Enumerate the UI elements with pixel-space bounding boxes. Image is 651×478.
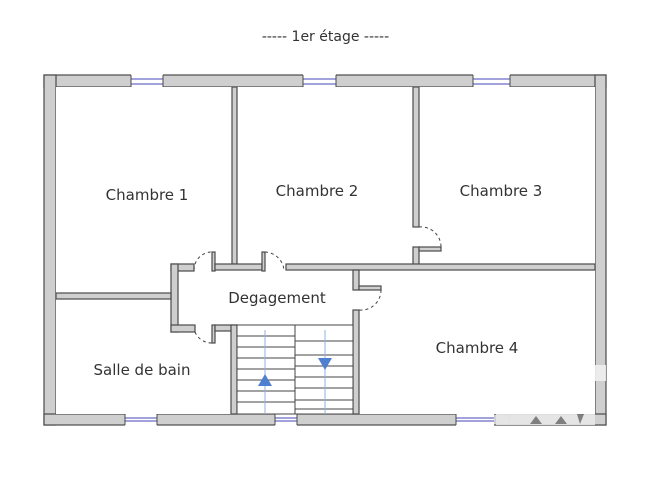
bottom-windows xyxy=(124,413,494,426)
floor-title: ----- 1er étage ----- xyxy=(261,29,390,45)
room-label-degagement: Degagement xyxy=(228,289,326,307)
room-label-chambre-3: Chambre 3 xyxy=(460,182,543,200)
top-windows xyxy=(130,74,511,88)
stair-down-arrow-icon xyxy=(318,358,332,370)
door-swings xyxy=(193,226,442,344)
room-label-chambre-4: Chambre 4 xyxy=(436,339,519,357)
watermark xyxy=(496,365,606,425)
stair-up-arrow-icon xyxy=(258,374,272,386)
room-label-chambre-1: Chambre 1 xyxy=(106,186,189,204)
staircase xyxy=(236,324,354,415)
stair-steps-left xyxy=(237,335,295,403)
room-label-salle-de-bain: Salle de bain xyxy=(94,361,191,379)
room-label-chambre-2: Chambre 2 xyxy=(276,182,359,200)
stair-steps-right xyxy=(295,340,353,410)
interior-walls xyxy=(55,86,596,415)
